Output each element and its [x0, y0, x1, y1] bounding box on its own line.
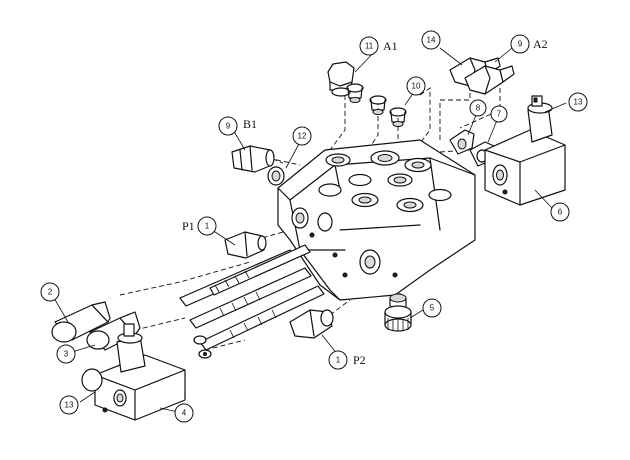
callout-8: 8 — [469, 99, 487, 117]
svg-text:7: 7 — [497, 110, 502, 119]
fitting-9-b1 — [231, 145, 275, 173]
callout-9-b1: 9 — [218, 116, 238, 136]
svg-text:2: 2 — [48, 288, 53, 297]
callout-13-right: 13 — [568, 92, 588, 112]
seal-12 — [267, 166, 285, 186]
callout-4: 4 — [174, 403, 194, 423]
plug-10a — [346, 83, 364, 103]
relief-valve-5 — [384, 293, 412, 332]
callout-11: 11 — [359, 36, 379, 56]
svg-text:9: 9 — [518, 40, 523, 49]
svg-text:3: 3 — [64, 350, 69, 359]
valve-body — [277, 139, 476, 301]
callout-6: 6 — [550, 202, 570, 222]
fitting-8 — [449, 129, 475, 155]
solenoid-block-6 — [484, 129, 566, 206]
plug-11 — [327, 61, 355, 97]
callout-1-p1: 1 — [197, 216, 217, 236]
port-label-p1: P1 — [182, 219, 195, 233]
svg-text:1: 1 — [336, 356, 341, 365]
callout-12: 12 — [292, 126, 312, 146]
callout-9-a2: 9 — [510, 34, 530, 54]
callout-3: 3 — [56, 344, 76, 364]
callout-2: 2 — [40, 282, 60, 302]
svg-text:12: 12 — [298, 132, 307, 141]
svg-text:6: 6 — [558, 208, 563, 217]
coil-2 — [51, 301, 111, 343]
fitting-1-p2 — [289, 309, 334, 339]
port-label-a1: A1 — [383, 39, 398, 53]
plug-10b — [369, 95, 387, 115]
callout-10: 10 — [406, 76, 426, 96]
svg-text:4: 4 — [182, 409, 187, 418]
svg-text:11: 11 — [365, 42, 374, 51]
svg-text:5: 5 — [430, 304, 435, 313]
svg-text:8: 8 — [476, 104, 481, 113]
port-label-b1: B1 — [243, 117, 257, 131]
solenoid-block-4 — [81, 354, 186, 421]
port-label-a2: A2 — [533, 37, 548, 51]
callout-1-p2: 1 — [328, 350, 348, 370]
port-label-p2: P2 — [353, 353, 366, 367]
spools — [179, 244, 325, 359]
svg-text:10: 10 — [412, 82, 421, 91]
callout-14: 14 — [421, 30, 441, 50]
coil-13-right — [527, 95, 553, 143]
callout-13-left: 13 — [59, 395, 79, 415]
fitting-9-a2 — [464, 65, 515, 95]
coil-13-left — [116, 323, 146, 373]
svg-text:1: 1 — [205, 222, 210, 231]
svg-text:9: 9 — [226, 122, 231, 131]
fitting-1-p1 — [224, 231, 267, 259]
svg-text:14: 14 — [427, 36, 436, 45]
plug-10c — [389, 107, 407, 127]
callout-7: 7 — [490, 105, 508, 123]
svg-text:13: 13 — [574, 98, 583, 107]
callout-5: 5 — [422, 298, 442, 318]
svg-text:13: 13 — [65, 401, 74, 410]
